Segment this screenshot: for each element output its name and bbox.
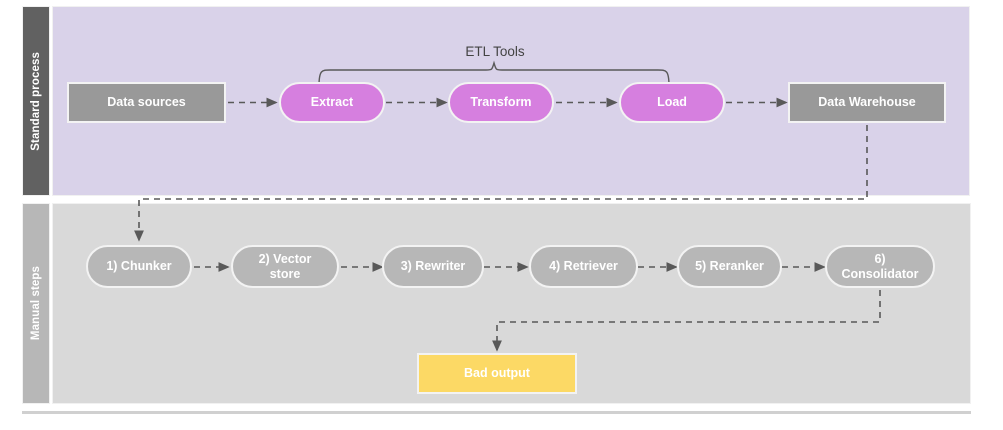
node-label-reranker: 5) Reranker (695, 259, 764, 274)
etl-tools-label: ETL Tools (465, 44, 525, 59)
node-label-extract: Extract (310, 95, 354, 110)
node-retriever[interactable]: 4) Retriever (529, 245, 638, 288)
node-rewriter[interactable]: 3) Rewriter (382, 245, 484, 288)
node-data-sources[interactable]: Data sources (67, 82, 226, 123)
node-load[interactable]: Load (619, 82, 725, 123)
node-bad-output[interactable]: Bad output (417, 353, 577, 394)
node-reranker[interactable]: 5) Reranker (677, 245, 782, 288)
node-chunker[interactable]: 1) Chunker (86, 245, 192, 288)
node-consolidator[interactable]: 6) Consolidator (825, 245, 935, 288)
node-label-chunker: 1) Chunker (106, 259, 172, 274)
node-label-load: Load (657, 95, 687, 110)
node-label-data-warehouse: Data Warehouse (818, 95, 916, 110)
node-label-data-sources: Data sources (107, 95, 186, 110)
node-extract[interactable]: Extract (279, 82, 385, 123)
node-label-retriever: 4) Retriever (549, 259, 618, 274)
lane-label-standard-process: Standard process (30, 51, 42, 151)
node-vector-store[interactable]: 2) Vector store (231, 245, 339, 288)
node-label-bad-output: Bad output (464, 366, 530, 381)
node-transform[interactable]: Transform (448, 82, 554, 123)
bottom-divider (22, 411, 971, 414)
lane-header-manual-steps: Manual steps (22, 203, 50, 404)
node-label-transform: Transform (470, 95, 532, 110)
node-label-vector-store: 2) Vector store (258, 252, 312, 281)
node-label-consolidator: 6) Consolidator (841, 252, 919, 281)
node-data-warehouse[interactable]: Data Warehouse (788, 82, 946, 123)
lane-label-manual-steps: Manual steps (30, 266, 42, 341)
lane-header-standard-process: Standard process (22, 6, 50, 196)
node-label-rewriter: 3) Rewriter (400, 259, 466, 274)
